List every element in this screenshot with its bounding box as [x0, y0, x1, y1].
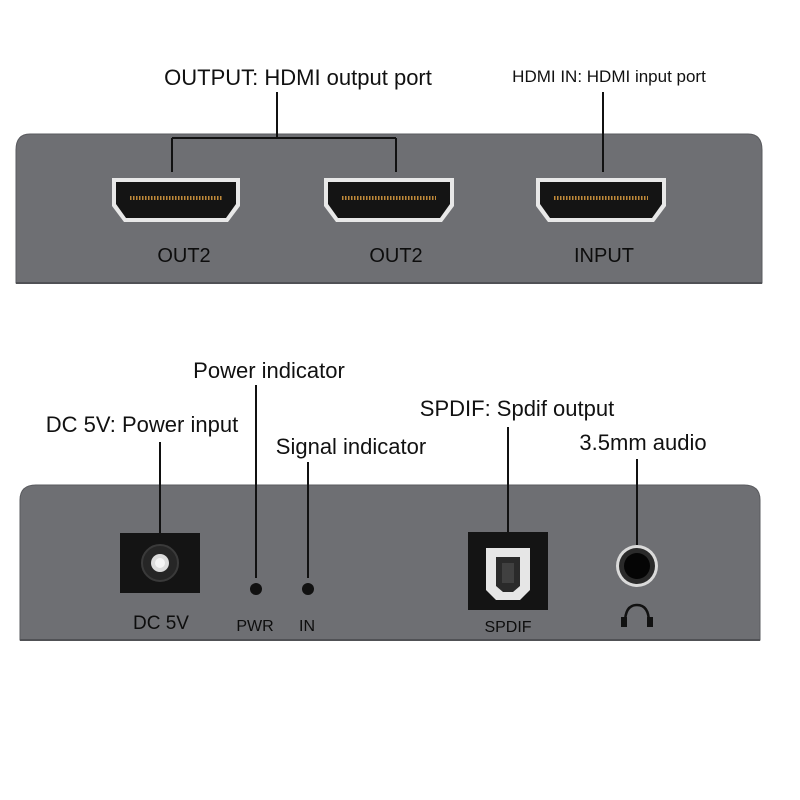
spdif-callout-text: SPDIF: Spdif output — [420, 396, 614, 421]
input-callout-text: HDMI IN: HDMI input port — [512, 67, 706, 86]
out-port-label: OUT2 — [369, 245, 422, 267]
rear-panel: DC 5V PWR IN SPDIF DC 5V: Power input Po… — [19, 358, 761, 641]
audio-callout-text: 3.5mm audio — [579, 430, 706, 455]
input-port-label: INPUT — [574, 245, 634, 267]
output-callout-text: OUTPUT: HDMI output port — [164, 65, 432, 90]
front-panel: OUT2 OUT2 INPUT OUTPUT: HDMI output port… — [15, 65, 763, 284]
toslink-port-icon — [468, 532, 548, 610]
power-indicator-callout-text: Power indicator — [193, 358, 345, 383]
pwr-label: PWR — [236, 618, 273, 635]
in-label: IN — [299, 618, 315, 635]
audio-jack-icon — [616, 545, 658, 587]
dc-callout-text: DC 5V: Power input — [46, 412, 238, 437]
out-port-label: OUT2 — [157, 245, 210, 267]
led-indicator-icon — [302, 583, 314, 595]
hdmi-port-icon — [324, 178, 454, 222]
hdmi-port-icon — [536, 178, 666, 222]
led-indicator-icon — [250, 583, 262, 595]
dc-jack-icon — [120, 533, 200, 593]
output-callout-line — [171, 92, 397, 172]
spdif-label: SPDIF — [484, 619, 531, 636]
hdmi-port-icon — [112, 178, 240, 222]
signal-indicator-callout-text: Signal indicator — [276, 434, 426, 459]
dc-port-label: DC 5V — [133, 613, 189, 634]
headphone-icon — [621, 603, 653, 627]
